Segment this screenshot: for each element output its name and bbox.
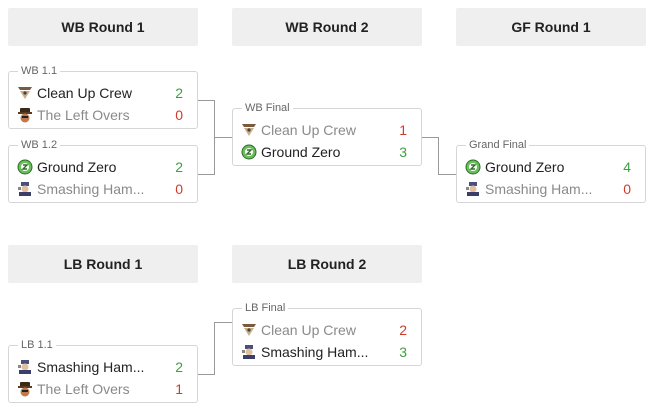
match-label: WB Final <box>242 101 293 115</box>
team-name: Smashing Ham... <box>37 359 145 375</box>
left-overs-logo-icon <box>17 107 33 123</box>
connector <box>214 137 232 138</box>
team-score: 2 <box>175 85 183 101</box>
team-row[interactable]: Clean Up Crew 2 <box>241 320 407 340</box>
team-row[interactable]: The Left Overs 1 <box>17 379 183 399</box>
team-score: 3 <box>399 344 407 360</box>
connector <box>198 374 215 375</box>
match-lb-1-1[interactable]: LB 1.1 Smashing Ham... 2 The Left Overs … <box>8 338 198 403</box>
team-row[interactable]: Ground Zero 2 <box>17 157 183 177</box>
team-row[interactable]: Smashing Ham... 3 <box>241 342 407 362</box>
team-row[interactable]: Smashing Ham... 2 <box>17 357 183 377</box>
team-name: The Left Overs <box>37 381 130 397</box>
match-wb-final[interactable]: WB Final Clean Up Crew 1 Ground Zero 3 <box>232 101 422 166</box>
connector <box>198 174 215 175</box>
team-name: Ground Zero <box>37 159 117 175</box>
team-row[interactable]: Smashing Ham... 0 <box>17 179 183 199</box>
match-lb-final[interactable]: LB Final Clean Up Crew 2 Smashing Ham...… <box>232 301 422 366</box>
team-row[interactable]: Ground Zero 4 <box>465 157 631 177</box>
match-wb-1-2[interactable]: WB 1.2 Ground Zero 2 Smashing Ham... 0 <box>8 138 198 203</box>
team-score: 2 <box>399 322 407 338</box>
team-score: 0 <box>175 107 183 123</box>
team-score: 1 <box>399 122 407 138</box>
team-score: 3 <box>399 144 407 160</box>
match-grand-final[interactable]: Grand Final Ground Zero 4 Smashing Ham..… <box>456 138 646 203</box>
match-label: LB Final <box>242 301 289 315</box>
ground-zero-logo-icon <box>17 159 33 175</box>
team-name: Ground Zero <box>261 144 341 160</box>
match-label: WB 1.1 <box>18 64 61 78</box>
connector <box>214 322 232 323</box>
match-wb-1-1[interactable]: WB 1.1 Clean Up Crew 2 The Left Overs 0 <box>8 64 198 129</box>
round-header-lb1: LB Round 1 <box>8 245 198 283</box>
team-name: The Left Overs <box>37 107 130 123</box>
team-name: Clean Up Crew <box>261 322 356 338</box>
team-name: Smashing Ham... <box>485 181 593 197</box>
clean-up-crew-logo-icon <box>17 85 33 101</box>
connector <box>214 322 215 375</box>
team-score: 1 <box>175 381 183 397</box>
connector <box>438 174 456 175</box>
connector <box>198 100 215 101</box>
smashing-ham-logo-icon <box>465 181 481 197</box>
connector <box>438 137 439 175</box>
team-name: Ground Zero <box>485 159 565 175</box>
clean-up-crew-logo-icon <box>241 322 257 338</box>
team-name: Clean Up Crew <box>37 85 132 101</box>
ground-zero-logo-icon <box>241 144 257 160</box>
team-row[interactable]: Clean Up Crew 1 <box>241 120 407 140</box>
round-header-lb2: LB Round 2 <box>232 245 422 283</box>
team-row[interactable]: Clean Up Crew 2 <box>17 83 183 103</box>
match-label: LB 1.1 <box>18 338 56 352</box>
match-label: Grand Final <box>466 138 530 152</box>
match-label: WB 1.2 <box>18 138 61 152</box>
team-name: Smashing Ham... <box>261 344 369 360</box>
round-header-wb1: WB Round 1 <box>8 8 198 46</box>
team-name: Clean Up Crew <box>261 122 356 138</box>
team-row[interactable]: Smashing Ham... 0 <box>465 179 631 199</box>
connector <box>422 137 439 138</box>
smashing-ham-logo-icon <box>241 344 257 360</box>
clean-up-crew-logo-icon <box>241 122 257 138</box>
smashing-ham-logo-icon <box>17 181 33 197</box>
team-score: 4 <box>623 159 631 175</box>
team-score: 2 <box>175 359 183 375</box>
team-score: 0 <box>175 181 183 197</box>
round-header-gf1: GF Round 1 <box>456 8 646 46</box>
team-score: 2 <box>175 159 183 175</box>
team-name: Smashing Ham... <box>37 181 145 197</box>
team-row[interactable]: The Left Overs 0 <box>17 105 183 125</box>
ground-zero-logo-icon <box>465 159 481 175</box>
round-header-wb2: WB Round 2 <box>232 8 422 46</box>
team-score: 0 <box>623 181 631 197</box>
smashing-ham-logo-icon <box>17 359 33 375</box>
team-row[interactable]: Ground Zero 3 <box>241 142 407 162</box>
left-overs-logo-icon <box>17 381 33 397</box>
